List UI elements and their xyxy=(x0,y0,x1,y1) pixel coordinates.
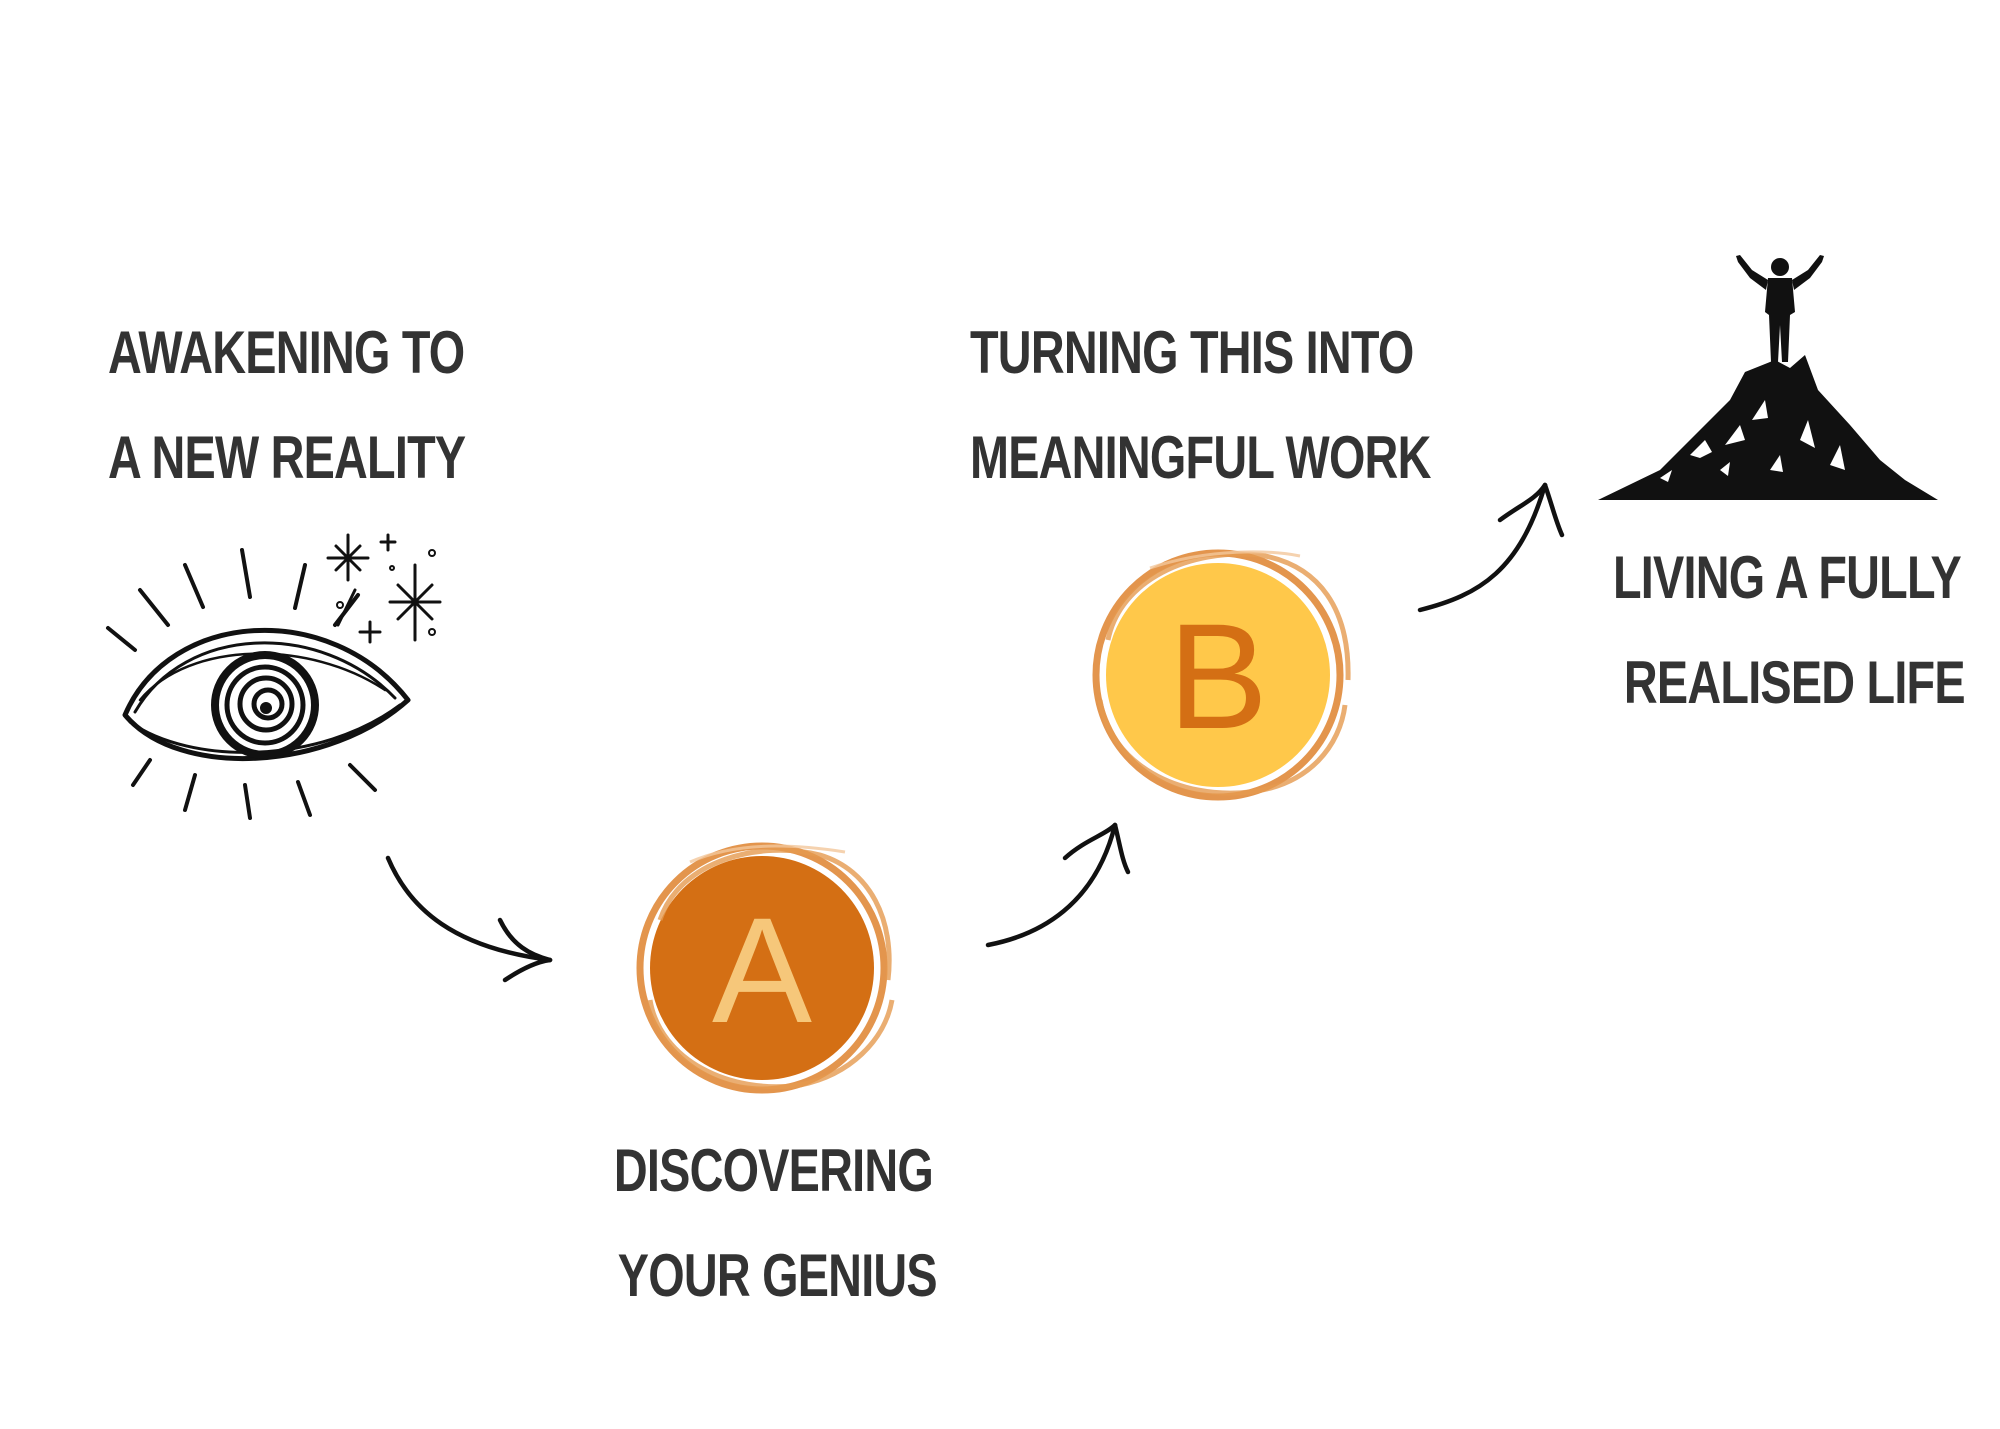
mountain-summit-icon xyxy=(1598,255,1938,500)
arrow-a-to-b xyxy=(988,825,1128,945)
badge-b: B xyxy=(1096,552,1348,797)
eye-icon xyxy=(108,535,440,818)
badge-a: A xyxy=(640,846,892,1090)
badge-a-letter: A xyxy=(712,886,812,1054)
badge-b-letter: B xyxy=(1168,592,1268,760)
arrow-eye-to-a xyxy=(388,858,550,980)
arrow-b-to-summit xyxy=(1420,485,1562,610)
